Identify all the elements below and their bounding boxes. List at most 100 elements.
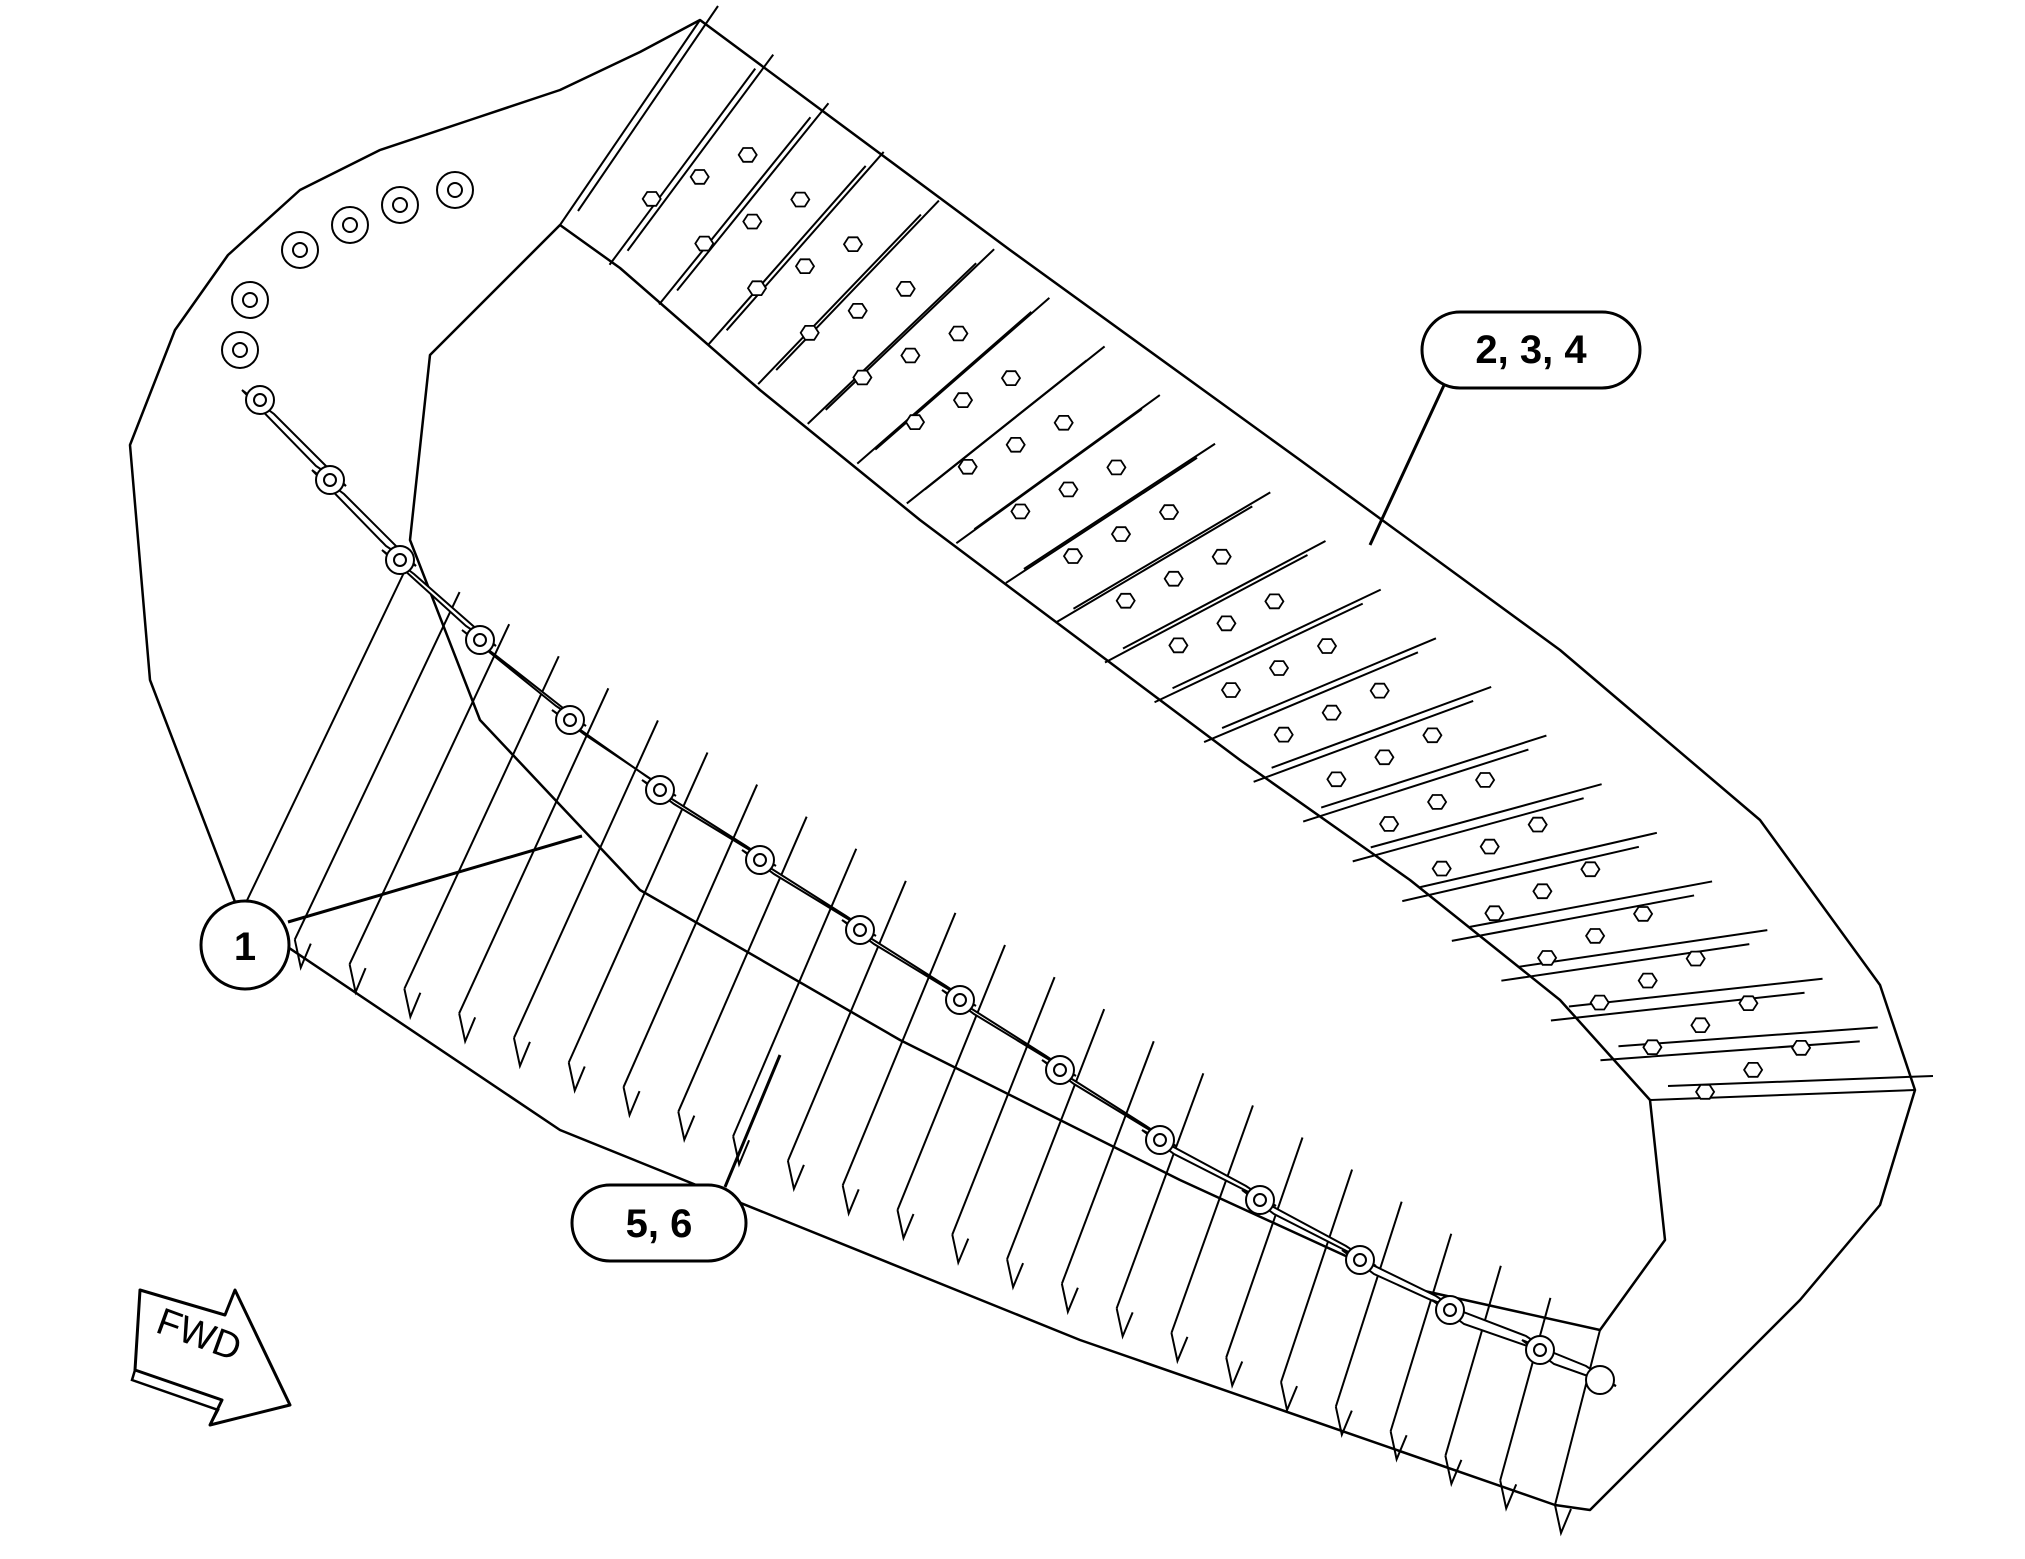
shoe-bolt-head bbox=[948, 325, 969, 342]
shoe-bolt-head bbox=[1633, 906, 1654, 922]
shoe-bolt-head bbox=[1532, 883, 1553, 900]
shoe-edge bbox=[622, 784, 758, 1088]
shoe-edge bbox=[567, 752, 709, 1063]
shoe-grouser bbox=[973, 394, 1161, 530]
shoe-edge bbox=[1154, 602, 1364, 704]
chain-link-pin-center bbox=[323, 473, 337, 487]
shoe-bolt-head bbox=[1010, 503, 1031, 520]
shoe-bolt-head bbox=[1685, 950, 1706, 967]
shoe-edge bbox=[239, 559, 411, 916]
shoe-bolt-head bbox=[1326, 771, 1347, 788]
callout-1-circle bbox=[199, 899, 291, 991]
shoe-bolt-head bbox=[694, 235, 715, 252]
shoe-grouser-tip bbox=[1006, 1258, 1025, 1291]
fwd-arrow-shape bbox=[133, 1288, 292, 1427]
shoe-edge bbox=[293, 591, 461, 941]
chain-link-pin-center bbox=[1053, 1063, 1067, 1077]
shoe-edge bbox=[1005, 456, 1198, 584]
leader-lines bbox=[287, 382, 1447, 1188]
chain-link-pin-center bbox=[473, 633, 487, 647]
shoe-grouser-tip bbox=[348, 963, 367, 996]
shoe-grouser bbox=[626, 54, 775, 252]
shoe-bolt-head bbox=[1273, 726, 1294, 743]
shoe-edge bbox=[856, 311, 1033, 465]
shoe-grouser-tip bbox=[1280, 1381, 1298, 1414]
shoe-bolt-head bbox=[1053, 414, 1074, 431]
shoe-edge bbox=[559, 19, 701, 226]
shoe-grouser bbox=[825, 248, 995, 411]
chain-link-pin-center bbox=[563, 713, 577, 727]
shoe-grouser-tip bbox=[1225, 1357, 1244, 1389]
callout-2-3-4: 2, 3, 4 bbox=[1420, 310, 1642, 390]
track-chain-links bbox=[221, 171, 1617, 1395]
shoe-grouser bbox=[1519, 929, 1768, 968]
shoe-bolt-head bbox=[1637, 972, 1658, 989]
shoe-bolt-head bbox=[689, 169, 710, 185]
shoe-bolt-head bbox=[1106, 459, 1127, 476]
shoe-edge bbox=[1170, 1105, 1254, 1334]
shoe-grouser bbox=[1370, 783, 1602, 849]
shoe-grouser-tip bbox=[458, 1013, 477, 1045]
chain-link-pin bbox=[1585, 1365, 1615, 1395]
shoe-edge bbox=[1115, 1072, 1205, 1309]
shoe-grouser bbox=[1667, 1075, 1934, 1087]
shoe-bolt-head bbox=[1062, 548, 1084, 564]
shoe-grouser-tip bbox=[1499, 1480, 1518, 1512]
shoe-edge bbox=[403, 655, 560, 990]
shoe-bolt-head bbox=[1268, 660, 1290, 676]
shoe-grouser bbox=[1072, 491, 1271, 610]
shoe-bolt-head bbox=[1690, 1017, 1711, 1033]
fwd-arrow-shadow bbox=[130, 1369, 220, 1426]
shoe-edge bbox=[1006, 1008, 1106, 1260]
shoe-bolt-head bbox=[1743, 1062, 1764, 1078]
shoe-edge bbox=[1060, 1040, 1155, 1285]
shoe-bolt-head bbox=[1585, 928, 1606, 944]
shoe-bolt-head bbox=[895, 280, 916, 297]
shoe-edge bbox=[608, 68, 757, 266]
shoe-grouser bbox=[1320, 734, 1547, 809]
callout-2-3-4-box bbox=[1420, 310, 1642, 390]
shoe-grouser-tip bbox=[841, 1185, 860, 1217]
shoe-bolt-head bbox=[1211, 548, 1232, 565]
shoe-grouser-tip bbox=[732, 1136, 751, 1168]
shoe-bolt-head bbox=[1379, 816, 1400, 832]
shoe-grouser bbox=[1469, 880, 1713, 928]
chain-link-pin-center bbox=[1533, 1343, 1547, 1357]
callout-5-6-box bbox=[570, 1183, 748, 1263]
chain-link-pin-center bbox=[953, 993, 967, 1007]
shoe-grouser-tip bbox=[1115, 1308, 1134, 1340]
shoe-edge bbox=[1302, 748, 1529, 823]
shoe-grouser bbox=[924, 345, 1106, 491]
shoe-grouser-tip bbox=[622, 1086, 641, 1119]
shoe-bolt-head bbox=[1738, 995, 1759, 1011]
shoe-bolt-head bbox=[794, 258, 816, 275]
shoe-bolt-head bbox=[957, 458, 978, 475]
chain-link-pin-center bbox=[393, 553, 407, 567]
callout-1-label: 1 bbox=[234, 925, 256, 969]
shoe-bolt-head bbox=[1479, 838, 1500, 855]
shoe-bolt-head bbox=[900, 347, 921, 364]
shoe-grouser-tip bbox=[951, 1234, 970, 1266]
shoe-bolt-head bbox=[852, 369, 873, 386]
shoe-bolt-head bbox=[1264, 593, 1285, 610]
track-inner-opening bbox=[408, 223, 1667, 1332]
shoe-bolt-head bbox=[1216, 615, 1237, 632]
shoe-bolt-head bbox=[1115, 592, 1136, 609]
shoe-bolt-head bbox=[1158, 504, 1180, 520]
shoe-bolt-head bbox=[799, 324, 820, 341]
sprocket-link-hole bbox=[392, 197, 408, 213]
shoe-bolt-head bbox=[1374, 749, 1395, 766]
shoe-grouser bbox=[577, 5, 719, 212]
shoe-bolt-head bbox=[1589, 994, 1610, 1011]
shoe-edge bbox=[1649, 1089, 1916, 1101]
shoe-bolt-head bbox=[847, 302, 868, 319]
shoe-grouser bbox=[676, 102, 830, 292]
chain-link-pin-center bbox=[1153, 1133, 1167, 1147]
shoe-bolt-head bbox=[790, 191, 811, 208]
shoe-grouser-tip bbox=[896, 1209, 915, 1242]
shoe-edge bbox=[1600, 1040, 1860, 1062]
shoe-grouser-tip bbox=[786, 1160, 805, 1193]
shoe-edge bbox=[1554, 1329, 1601, 1506]
shoe-bolt-head bbox=[1580, 861, 1601, 878]
